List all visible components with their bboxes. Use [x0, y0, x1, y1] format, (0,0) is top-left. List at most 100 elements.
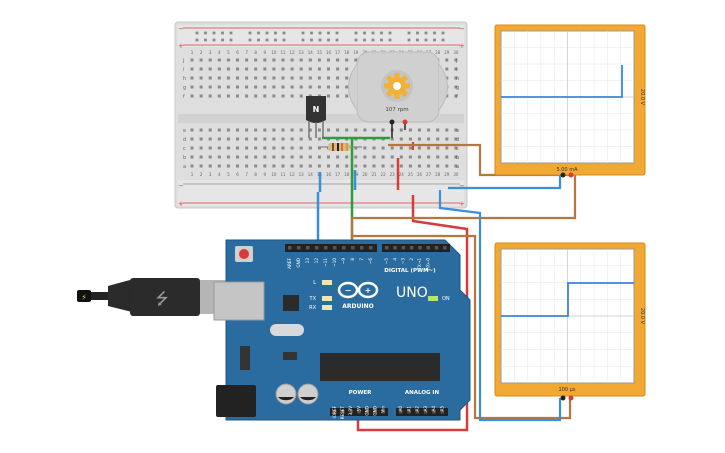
rail-minus-top-r: −	[459, 25, 465, 33]
pin-label: 7	[359, 258, 364, 261]
usb-cable[interactable]: ⚡ ⭍	[77, 278, 232, 316]
probe-bottom-pos[interactable]	[568, 395, 574, 401]
pin-label: 5V	[356, 406, 361, 412]
scope-top-side: 20.0 V	[639, 89, 645, 106]
column-number: 2	[200, 172, 203, 177]
rail-plus-bottom-r: +	[459, 200, 465, 208]
column-number: 12	[290, 50, 296, 55]
row-letter: e	[456, 128, 459, 134]
rail-minus-bottom: −	[178, 182, 184, 190]
row-letter: e	[183, 128, 186, 134]
column-number: 23	[390, 172, 396, 177]
row-letter: d	[183, 137, 186, 143]
pin-label: ~6	[368, 258, 373, 265]
column-number: 10	[271, 50, 277, 55]
row-letter: d	[456, 137, 459, 143]
power-label: POWER	[349, 390, 373, 396]
column-number: 28	[435, 172, 441, 177]
trace-voltage	[501, 282, 634, 317]
pin-label: RX←0	[426, 258, 431, 270]
column-number: 16	[326, 172, 332, 177]
column-number: 13	[299, 172, 305, 177]
led-label-tx: TX	[309, 296, 317, 302]
column-number: 6	[236, 50, 239, 55]
column-number: 5	[227, 50, 230, 55]
rail-plus-top: +	[178, 42, 184, 50]
probe-bottom-neg[interactable]	[560, 395, 566, 401]
oscilloscope-voltage[interactable]: 100 µs 20.0 V	[494, 242, 646, 401]
motor-terminal-black[interactable]	[389, 119, 395, 125]
lightning-icon: ⚡	[81, 293, 87, 302]
column-number: 10	[271, 172, 277, 177]
pin-label: Vin	[381, 406, 386, 413]
resistor[interactable]	[318, 143, 362, 151]
column-number: 7	[245, 50, 248, 55]
svg-text:−: −	[345, 286, 352, 295]
column-number: 22	[381, 172, 387, 177]
motor-terminal-red[interactable]	[402, 119, 408, 125]
column-number: 19	[353, 50, 359, 55]
column-number: 24	[399, 172, 405, 177]
oscilloscope-current[interactable]: 5.00 mA 20.0 V	[494, 24, 646, 178]
probe-top-neg[interactable]	[560, 172, 566, 178]
row-letter: h	[183, 76, 186, 82]
led-label-rx: RX	[309, 305, 316, 311]
on-label: ON	[442, 296, 450, 302]
row-letter: a	[456, 164, 459, 170]
row-letter: h	[456, 76, 459, 82]
digital-header-right[interactable]	[382, 244, 450, 252]
column-number: 3	[209, 172, 212, 177]
analog-header[interactable]	[396, 408, 448, 416]
row-letter: i	[183, 67, 184, 73]
npn-transistor[interactable]: N	[306, 96, 326, 138]
row-letter: b	[183, 155, 186, 161]
row-letter: f	[456, 94, 458, 100]
column-number: 7	[245, 172, 248, 177]
column-number: 11	[280, 50, 286, 55]
pin-label: 13	[305, 258, 310, 264]
pin-label: 12	[314, 258, 319, 264]
wire-blue-probe-bottom[interactable]	[438, 190, 562, 422]
pin-label: A5	[440, 406, 445, 412]
column-number: 18	[344, 50, 350, 55]
rail-minus-bottom-r: −	[459, 182, 465, 190]
wire-blue-probe-top[interactable]	[448, 175, 562, 190]
row-letter: a	[183, 164, 186, 170]
arduino-brand: ARDUINO	[342, 303, 373, 310]
pin-label: A3	[423, 406, 428, 412]
column-number: 9	[264, 50, 267, 55]
column-number: 1	[191, 172, 194, 177]
row-letter: b	[456, 155, 459, 161]
digital-header-left[interactable]	[285, 244, 377, 252]
column-number: 8	[254, 172, 257, 177]
column-number: 3	[209, 50, 212, 55]
pin-label: 2	[409, 258, 414, 261]
column-number: 6	[236, 172, 239, 177]
column-number: 20	[362, 172, 368, 177]
analog-label: ANALOG IN	[405, 390, 440, 396]
atmega-chip	[320, 353, 440, 381]
scope-bottom-time: 100 µs	[559, 387, 576, 393]
pin-label: TX→1	[417, 258, 422, 271]
row-letter: i	[456, 67, 457, 73]
pin-label: AREF	[287, 257, 292, 268]
arduino-uno-board[interactable]: L TX RX ON − + ARDUINO UNO DIGITAL (PWM~…	[213, 239, 471, 421]
column-number: 5	[227, 172, 230, 177]
probe-top-pos[interactable]	[568, 172, 574, 178]
column-number: 4	[218, 50, 221, 55]
wire-brown-probe-bottom[interactable]	[352, 234, 572, 420]
column-number: 15	[317, 50, 323, 55]
dc-motor[interactable]: 107 rpm	[348, 51, 448, 138]
column-number: 14	[308, 172, 314, 177]
column-number: 17	[335, 50, 341, 55]
pin-label: GND	[373, 406, 378, 416]
pin-label: 4	[392, 258, 397, 261]
digital-label: DIGITAL (PWM~)	[384, 268, 436, 274]
column-number: 14	[308, 50, 314, 55]
pin-label: GND	[296, 258, 301, 268]
pin-label: 3.3V	[348, 406, 353, 416]
column-number: 12	[290, 172, 296, 177]
column-number: 17	[335, 172, 341, 177]
